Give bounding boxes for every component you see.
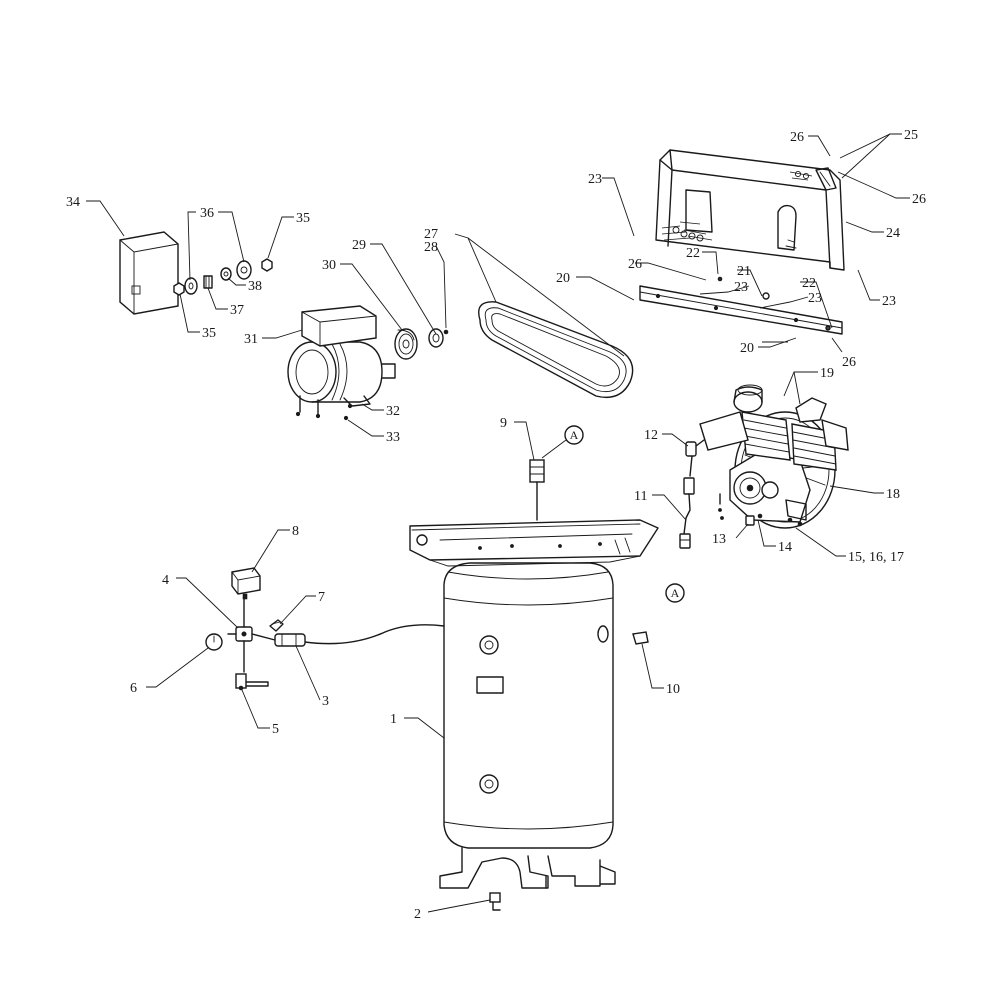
discharge-tube <box>274 624 445 647</box>
callout-31: 31 <box>244 332 258 347</box>
callout-3: 3 <box>322 694 329 709</box>
callout-26-top: 26 <box>790 130 804 145</box>
flat-washer-large <box>236 260 252 280</box>
control-box <box>119 231 179 315</box>
connector-a-bottom: A <box>665 583 685 603</box>
callout-13: 13 <box>712 532 726 547</box>
spring-spacer <box>203 275 213 289</box>
air-tank <box>439 562 616 889</box>
callout-11: 11 <box>634 489 647 504</box>
connector-a-top-label: A <box>570 428 579 442</box>
callout-22-right: 22 <box>802 276 816 291</box>
callout-24: 24 <box>886 226 900 241</box>
callout-15-16-17: 15, 16, 17 <box>848 550 904 565</box>
connector-a-bottom-label: A <box>671 586 680 600</box>
callout-4: 4 <box>162 573 169 588</box>
callout-5: 5 <box>272 722 279 737</box>
callout-8: 8 <box>292 524 299 539</box>
tank-plug <box>632 631 649 645</box>
callout-23-bracket-a: 23 <box>734 280 748 295</box>
callout-9: 9 <box>500 416 507 431</box>
belt-guard <box>655 149 845 271</box>
callout-18: 18 <box>886 487 900 502</box>
callout-32: 32 <box>386 404 400 419</box>
callout-26-guard: 26 <box>912 192 926 207</box>
callout-22-left: 22 <box>686 246 700 261</box>
callout-28: 28 <box>424 240 438 255</box>
callout-21: 21 <box>737 264 751 279</box>
callout-2: 2 <box>414 907 421 922</box>
callout-26-bracket: 26 <box>628 257 642 272</box>
pulley-hub <box>428 328 444 348</box>
callout-23-bracket-b: 23 <box>808 291 822 306</box>
callout-38: 38 <box>248 279 262 294</box>
hex-nut-left <box>173 282 185 296</box>
motor-pulley <box>394 328 418 360</box>
callout-27: 27 <box>424 227 438 242</box>
callout-33: 33 <box>386 430 400 445</box>
callout-29: 29 <box>352 238 366 253</box>
pressure-gauge <box>205 633 223 651</box>
lock-washer <box>220 267 232 281</box>
guard-bracket <box>639 276 843 335</box>
callout-labels: 1 2 3 4 5 6 7 8 9 10 11 12 13 14 15, 16,… <box>66 128 926 922</box>
v-belt <box>478 301 634 399</box>
check-valve <box>529 459 545 521</box>
callout-30: 30 <box>322 258 336 273</box>
callout-35-top: 35 <box>296 211 310 226</box>
flat-washer <box>184 277 198 295</box>
callout-20-upper: 20 <box>556 271 570 286</box>
callout-25: 25 <box>904 128 918 143</box>
callout-10: 10 <box>666 682 680 697</box>
oil-fill-plug <box>745 513 763 526</box>
shutoff-valve <box>235 673 269 691</box>
leader-lines <box>86 133 910 913</box>
drain-valve <box>489 892 501 911</box>
manifold-cross <box>227 597 276 673</box>
safety-valve <box>269 619 284 632</box>
callout-36: 36 <box>200 206 214 221</box>
callout-7: 7 <box>318 590 325 605</box>
callout-34: 34 <box>66 195 80 210</box>
callout-12: 12 <box>644 428 658 443</box>
saddle-plate <box>409 519 659 567</box>
callout-14: 14 <box>778 540 792 555</box>
compressor-pump <box>699 384 849 529</box>
hex-nut-right <box>261 258 273 272</box>
set-screw <box>443 329 449 335</box>
callout-37: 37 <box>230 303 244 318</box>
callout-23-guard: 23 <box>588 172 602 187</box>
callout-26-bottom: 26 <box>842 355 856 370</box>
callout-20-lower: 20 <box>740 341 754 356</box>
connector-a-top: A <box>564 425 584 445</box>
discharge-line <box>679 439 705 549</box>
callout-6: 6 <box>130 681 137 696</box>
callout-23-right: 23 <box>882 294 896 309</box>
callout-35-bottom: 35 <box>202 326 216 341</box>
pressure-switch <box>231 567 261 600</box>
electric-motor <box>287 305 396 421</box>
callout-1: 1 <box>390 712 397 727</box>
callout-19: 19 <box>820 366 834 381</box>
